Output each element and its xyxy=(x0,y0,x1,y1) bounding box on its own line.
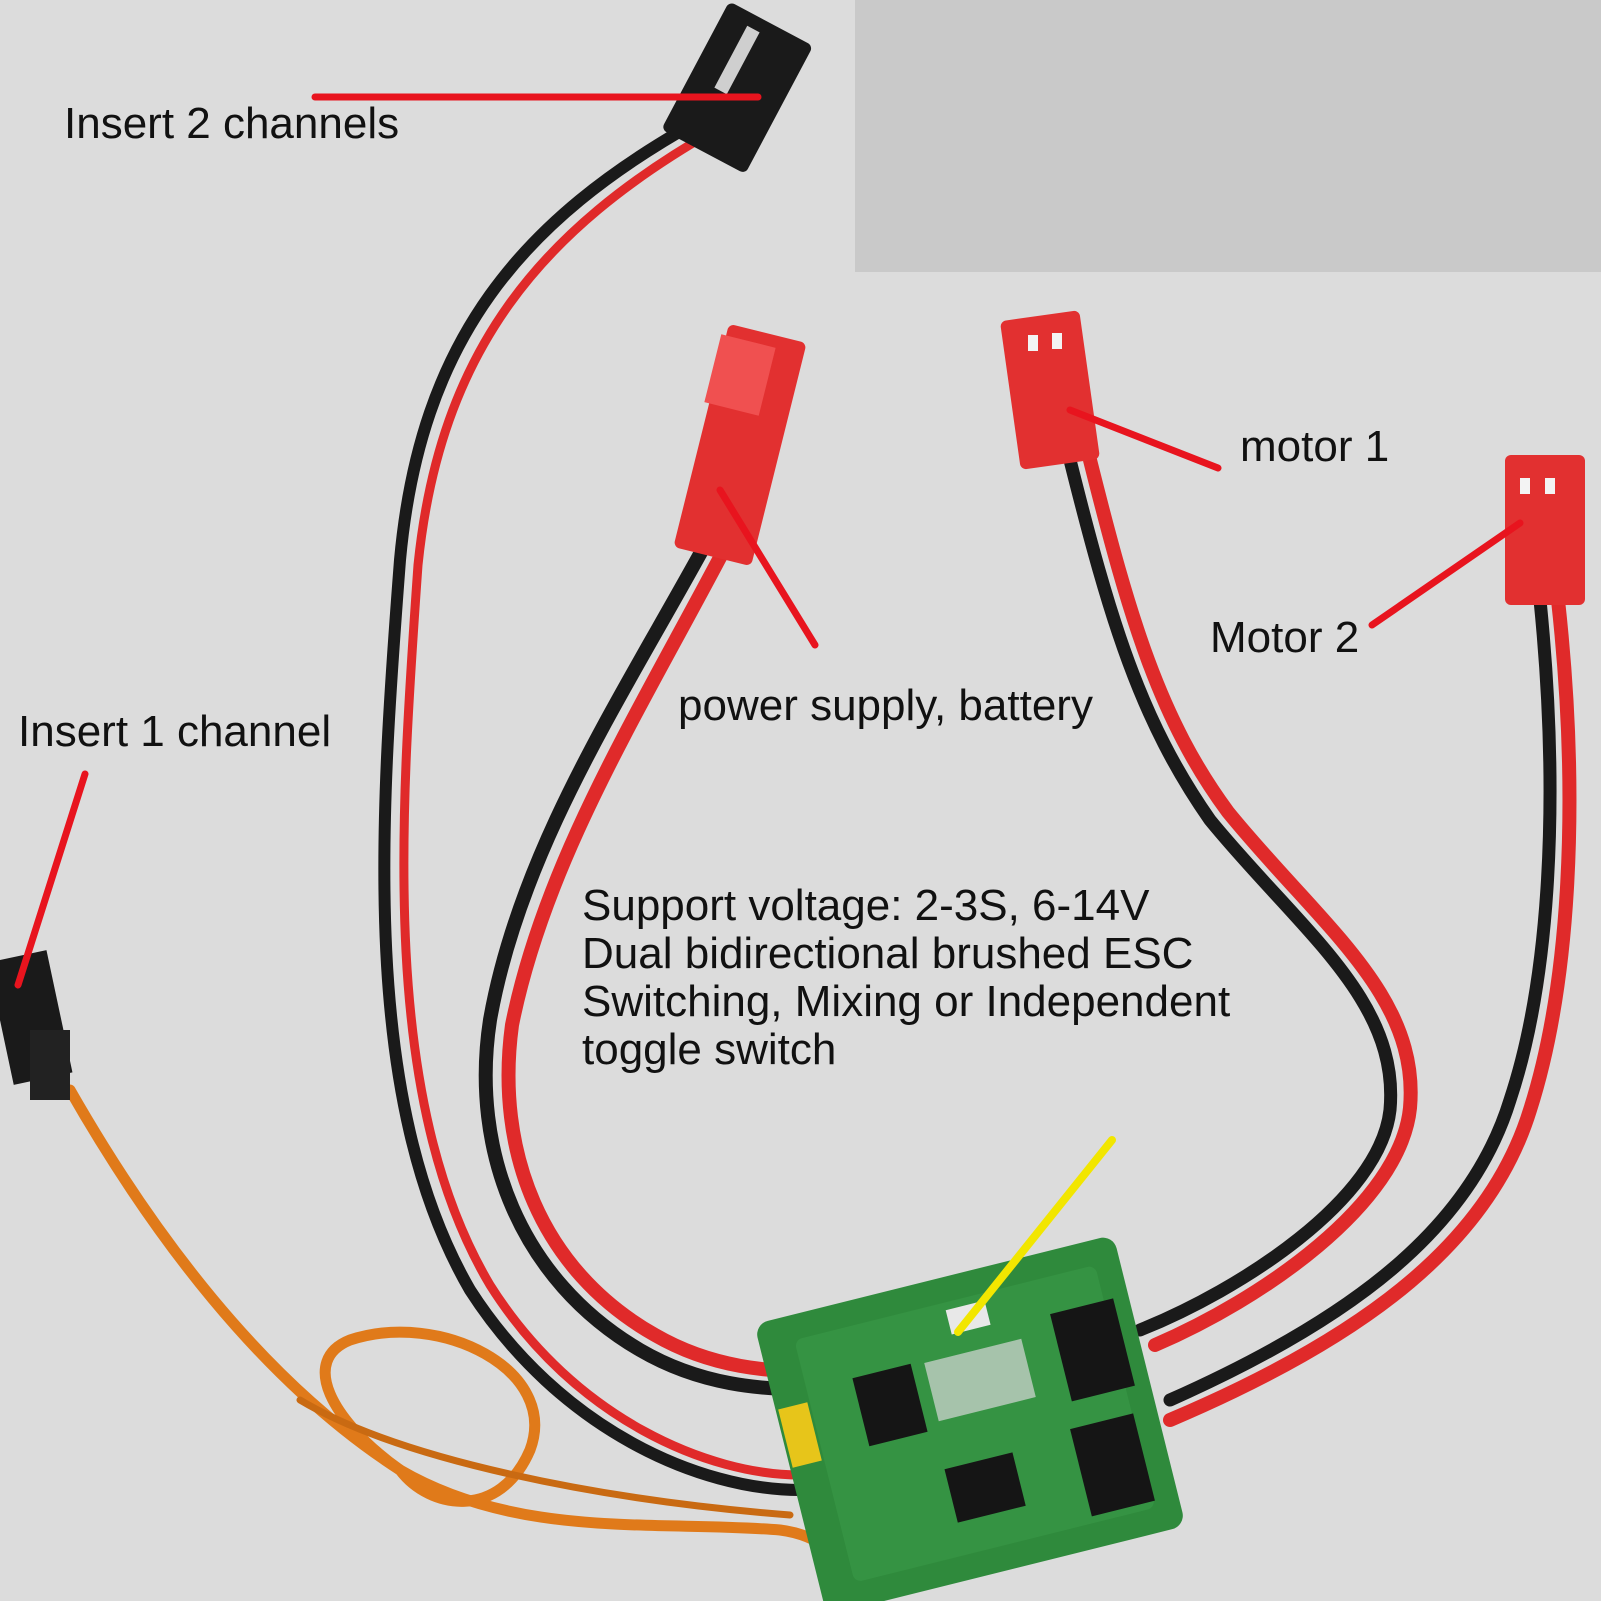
spec-text-block: Support voltage: 2-3S, 6-14V Dual bidire… xyxy=(582,882,1230,1074)
servo-lead-channel-2 xyxy=(378,114,806,1496)
callout-lines xyxy=(14,93,1524,989)
motor-1-lead xyxy=(1063,453,1418,1352)
label-power-supply: power supply, battery xyxy=(678,681,1093,730)
label-insert-1-channel: Insert 1 channel xyxy=(18,707,332,756)
servo-plug-channel-1 xyxy=(0,950,73,1100)
callout-motor-1 xyxy=(1066,406,1222,472)
motor-2-connector xyxy=(1505,455,1585,605)
label-motor-1: motor 1 xyxy=(1240,422,1390,471)
orange-signal-wire xyxy=(64,1084,866,1596)
callout-insert-1-channel xyxy=(14,770,89,989)
motor-2-lead xyxy=(1163,593,1577,1427)
spec-line-esc-type: Dual bidirectional brushed ESC xyxy=(582,929,1194,978)
callout-toggle-switch xyxy=(954,1136,1116,1336)
label-insert-2-channels: Insert 2 channels xyxy=(64,99,400,148)
callout-motor-2 xyxy=(1368,519,1524,629)
spec-line-modes: Switching, Mixing or Independent xyxy=(582,977,1231,1026)
power-connector xyxy=(674,325,806,565)
label-motor-2: Motor 2 xyxy=(1210,613,1360,662)
callout-power-supply xyxy=(716,486,819,649)
servo-plug-channel-2 xyxy=(663,3,812,172)
grey-patch xyxy=(855,0,1601,272)
motor-1-connector xyxy=(1000,310,1100,470)
spec-line-toggle: toggle switch xyxy=(582,1025,837,1074)
esc-board xyxy=(757,1237,1183,1601)
spec-line-voltage: Support voltage: 2-3S, 6-14V xyxy=(582,881,1150,930)
power-lead xyxy=(478,538,827,1397)
